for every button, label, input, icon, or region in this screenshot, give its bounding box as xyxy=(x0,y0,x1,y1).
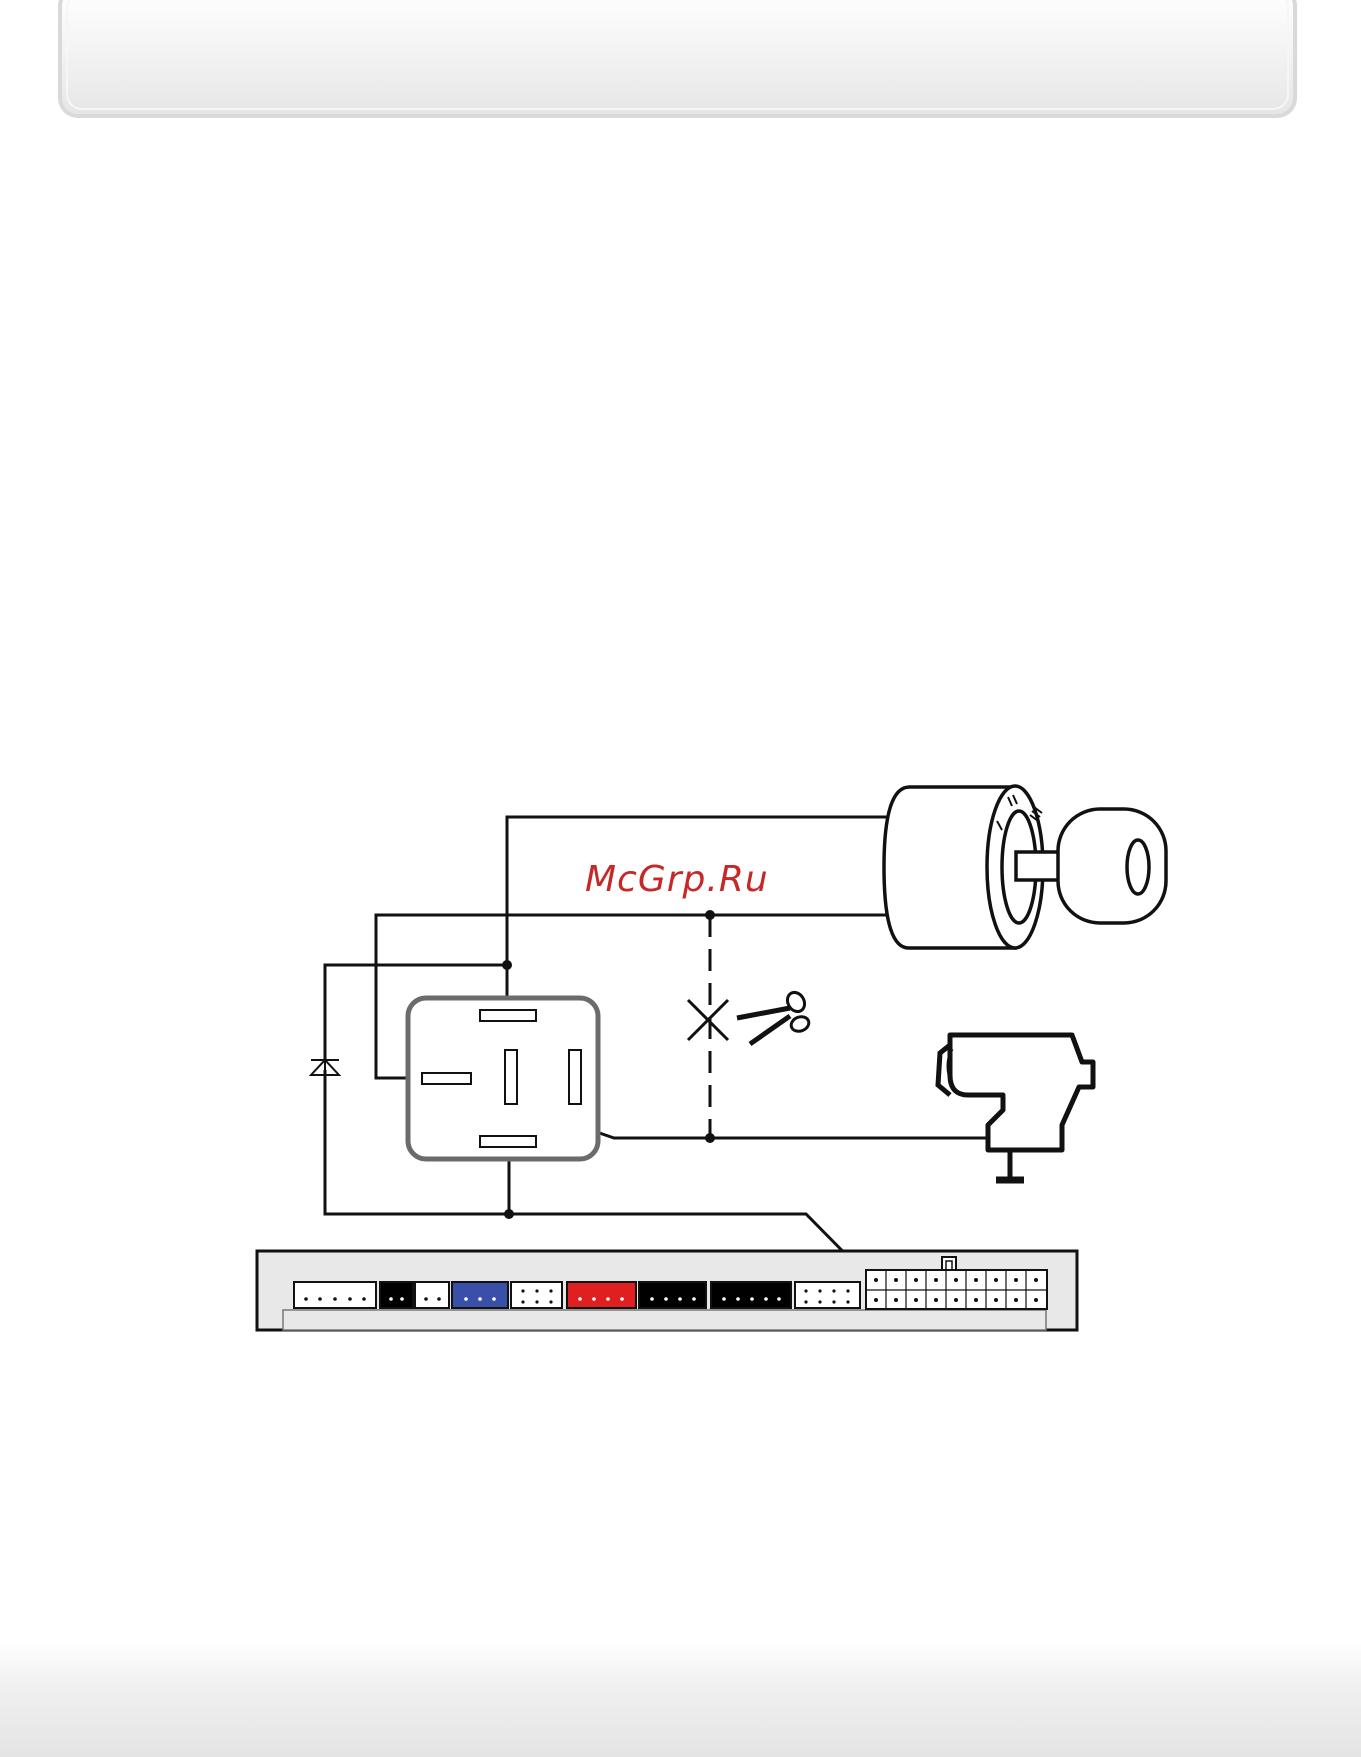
relay-pin-left xyxy=(422,1073,471,1084)
connector-black-3 xyxy=(711,1282,791,1308)
ignition-key-blade xyxy=(1016,852,1060,880)
scissors-icon xyxy=(737,989,811,1044)
starter-motor-icon xyxy=(938,1035,1093,1180)
relay-pin-top xyxy=(480,1010,536,1021)
cut-cross-icon xyxy=(688,1000,728,1040)
relay-icon xyxy=(408,998,598,1159)
watermark-text: McGrp.Ru xyxy=(585,859,769,900)
footer-band xyxy=(0,1642,1361,1757)
junction-dot xyxy=(705,1133,715,1143)
relay-pin-bottom xyxy=(480,1136,536,1147)
ignition-key-hole xyxy=(1127,840,1149,894)
connector-red xyxy=(567,1282,636,1308)
connector-white-1 xyxy=(294,1282,376,1308)
connector-white-3 xyxy=(511,1282,562,1308)
connector-black-1 xyxy=(380,1282,413,1308)
connector-white-2 xyxy=(415,1282,449,1308)
junction-dot xyxy=(502,960,512,970)
wire-ignition-to-relay-top xyxy=(507,817,890,1003)
junction-dot xyxy=(504,1209,514,1219)
junction-dot xyxy=(705,910,715,920)
control-unit-icon xyxy=(257,1251,1077,1330)
connector-blue xyxy=(452,1282,508,1308)
relay-pin-right xyxy=(569,1050,581,1104)
relay-pin-center xyxy=(505,1050,517,1104)
connector-black-2 xyxy=(639,1282,706,1308)
ignition-switch-icon xyxy=(884,786,1166,948)
connector-white-4 xyxy=(795,1282,860,1308)
